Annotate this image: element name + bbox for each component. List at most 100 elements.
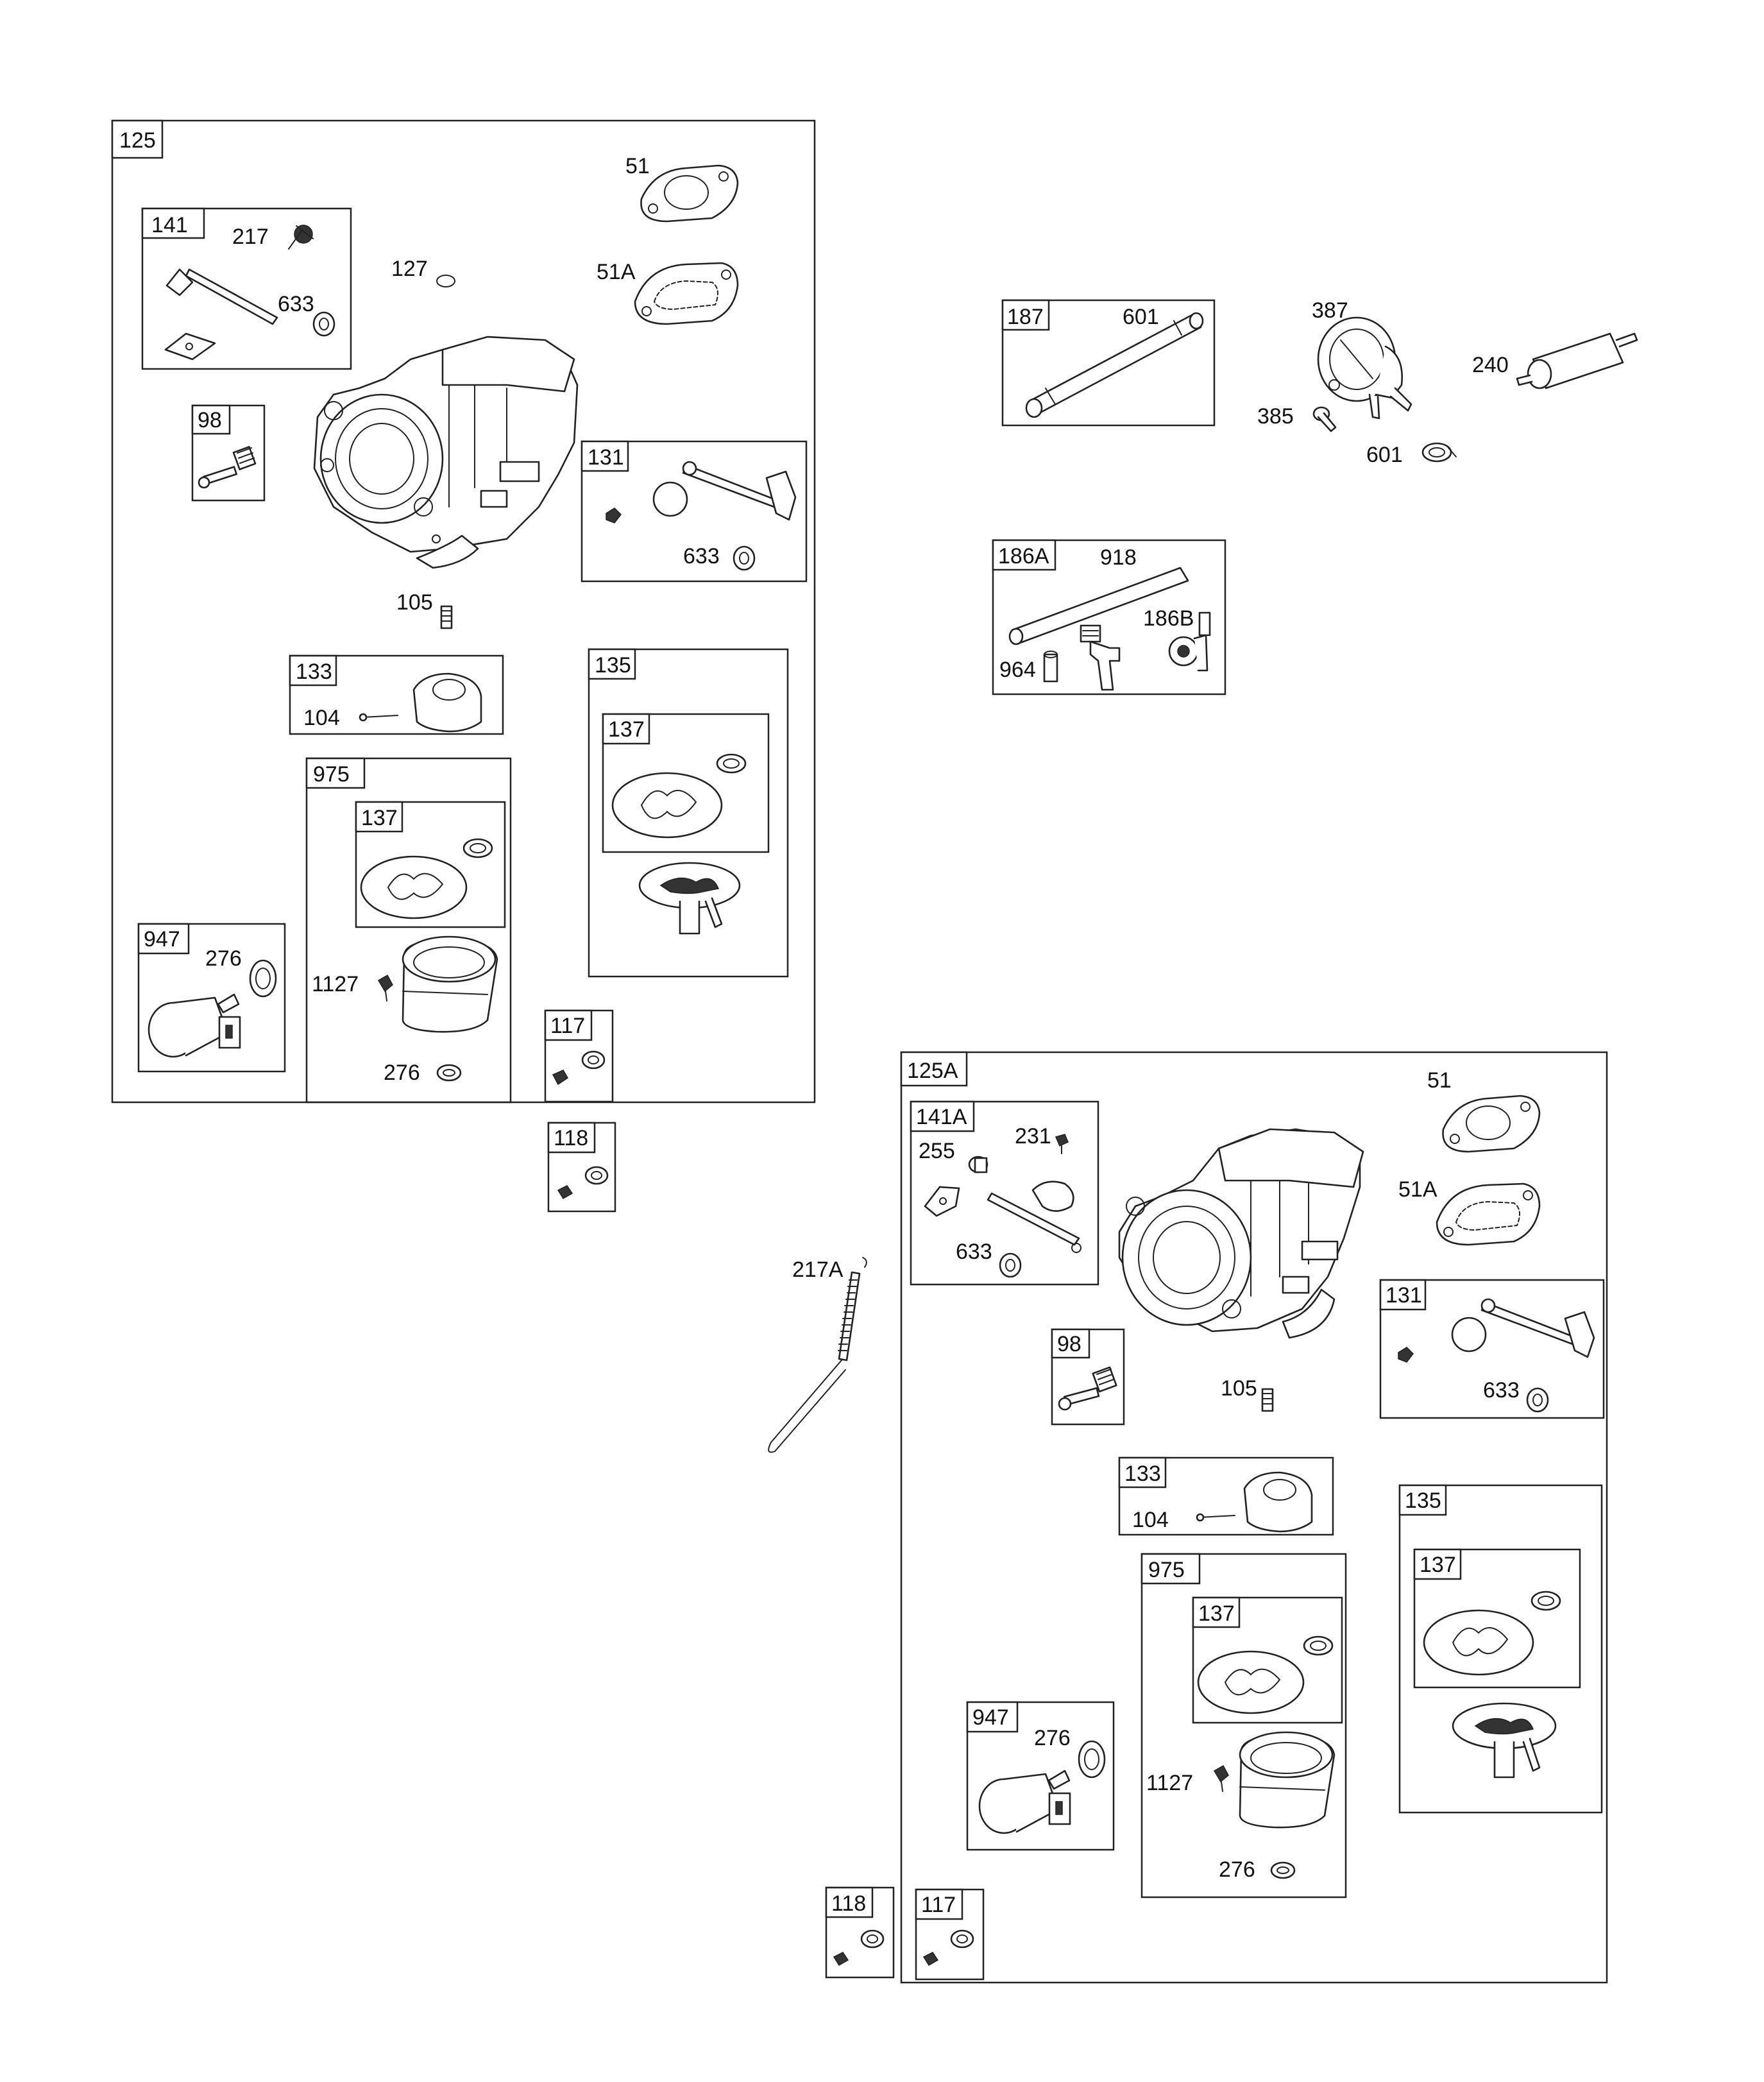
group-975-b: 975 1127 276 <box>1141 1553 1347 1899</box>
label-633-141A: 633 <box>956 1240 992 1264</box>
label-276-947-b: 276 <box>1034 1726 1071 1750</box>
o-ring-127 <box>436 275 455 287</box>
drain-screw-118 <box>557 1166 609 1200</box>
gasket-set-137b <box>360 838 493 919</box>
group-141A: 141A 255 231 633 <box>910 1100 1099 1286</box>
choke-shaft <box>164 268 278 361</box>
group-137d: 137 <box>1192 1596 1343 1724</box>
group-137b: 137 <box>355 801 506 928</box>
bushing-633-141A <box>999 1252 1022 1278</box>
float-133-b <box>1196 1471 1313 1533</box>
group-118: 118 <box>547 1122 616 1213</box>
label-975: 975 <box>313 762 350 787</box>
label-918: 918 <box>1100 545 1137 570</box>
screw-231 <box>1055 1134 1069 1154</box>
label-98-b: 98 <box>1057 1332 1081 1356</box>
bushing-633 <box>312 311 335 337</box>
solenoid-947-b <box>978 1770 1071 1834</box>
label-105-b: 105 <box>1221 1376 1257 1401</box>
screw-1127 <box>377 974 393 1002</box>
label-385: 385 <box>1257 404 1294 429</box>
gasket-set-137a <box>611 753 747 839</box>
jet-105 <box>440 605 453 629</box>
bowl-plate-135 <box>638 862 741 935</box>
drain-screw-118-b <box>833 1929 885 1967</box>
label-975-b: 975 <box>1148 1558 1185 1582</box>
label-104: 104 <box>303 706 340 730</box>
washer-276-975-b <box>1270 1861 1296 1879</box>
group-141: 141 217 633 <box>141 207 352 370</box>
label-633: 633 <box>278 292 314 316</box>
label-131-b: 131 <box>1386 1283 1422 1308</box>
governor-link-217A <box>768 1257 867 1453</box>
group-118-b: 118 <box>825 1886 895 1979</box>
screw-385 <box>1312 406 1337 432</box>
label-135: 135 <box>595 653 631 678</box>
label-601-187: 601 <box>1123 305 1159 329</box>
label-105: 105 <box>396 590 433 615</box>
group-131: 131 633 <box>581 440 808 583</box>
group-137a: 137 <box>602 713 770 853</box>
label-125: 125 <box>119 128 156 153</box>
drain-screw-117-b <box>922 1929 974 1967</box>
fuel-filter-240 <box>1516 332 1638 389</box>
label-51-b: 51 <box>1427 1068 1452 1093</box>
group-186A: 186A 918 186B 964 <box>992 539 1226 695</box>
label-131: 131 <box>588 445 624 470</box>
label-633-131-b: 633 <box>1483 1378 1520 1403</box>
label-125A: 125A <box>907 1059 958 1083</box>
group-125A: 125A 51 51A 105 <box>900 1051 1608 1984</box>
label-104-b: 104 <box>1132 1508 1169 1532</box>
gasket-51A-b <box>1436 1182 1541 1246</box>
carburetor-body-b <box>1118 1128 1364 1339</box>
group-135: 135 <box>588 648 789 978</box>
gasket-set-137d <box>1197 1635 1334 1714</box>
label-133-b: 133 <box>1124 1462 1161 1486</box>
label-186A: 186A <box>998 544 1049 568</box>
label-137c: 137 <box>1420 1553 1456 1577</box>
label-947-b: 947 <box>972 1705 1009 1730</box>
throttle-shaft-b <box>1398 1298 1595 1363</box>
sleeve-964 <box>1043 651 1058 683</box>
float-bowl-975-b <box>1239 1731 1336 1829</box>
label-387: 387 <box>1312 298 1348 323</box>
drain-screw-117 <box>552 1050 606 1086</box>
group-117-b: 117 <box>915 1888 985 1981</box>
group-947-b: 947 276 <box>966 1701 1115 1851</box>
label-117-b: 117 <box>921 1893 956 1917</box>
gasket-set-137c <box>1423 1591 1561 1676</box>
washer-276-975 <box>436 1064 462 1082</box>
label-141A: 141A <box>916 1105 967 1129</box>
carburetor-body <box>313 336 579 569</box>
label-276-975: 276 <box>384 1061 420 1085</box>
label-118-b: 118 <box>831 1891 866 1916</box>
group-133: 133 104 <box>289 654 504 735</box>
label-118: 118 <box>554 1126 588 1150</box>
label-217A: 217A <box>792 1258 844 1282</box>
screw-98 <box>198 446 257 489</box>
label-231: 231 <box>1015 1124 1051 1148</box>
label-186B: 186B <box>1143 606 1194 631</box>
label-947: 947 <box>144 927 180 951</box>
label-117: 117 <box>550 1014 585 1038</box>
label-1127: 1127 <box>312 972 359 996</box>
group-975: 975 1127 276 <box>305 757 512 1104</box>
washer-276-947 <box>249 959 277 998</box>
label-187: 187 <box>1007 305 1044 329</box>
label-276-947: 276 <box>205 946 242 971</box>
label-601: 601 <box>1366 443 1403 467</box>
washer-276-947-b <box>1078 1740 1106 1779</box>
label-51: 51 <box>625 154 650 178</box>
label-98: 98 <box>198 408 222 432</box>
group-135-b: 135 <box>1398 1484 1603 1814</box>
group-98-b: 98 <box>1051 1328 1125 1426</box>
group-947: 947 276 <box>137 923 286 1073</box>
bushing-633-131 <box>733 545 756 571</box>
fuel-hose-918 <box>1008 567 1189 645</box>
group-125: 125 51 51A 127 <box>111 119 816 1104</box>
choke-shaft-b <box>924 1181 1081 1253</box>
label-137d: 137 <box>1198 1601 1235 1626</box>
label-51A-b: 51A <box>1398 1177 1437 1202</box>
bowl-plate-135-b <box>1452 1702 1557 1779</box>
label-137b: 137 <box>361 806 398 830</box>
